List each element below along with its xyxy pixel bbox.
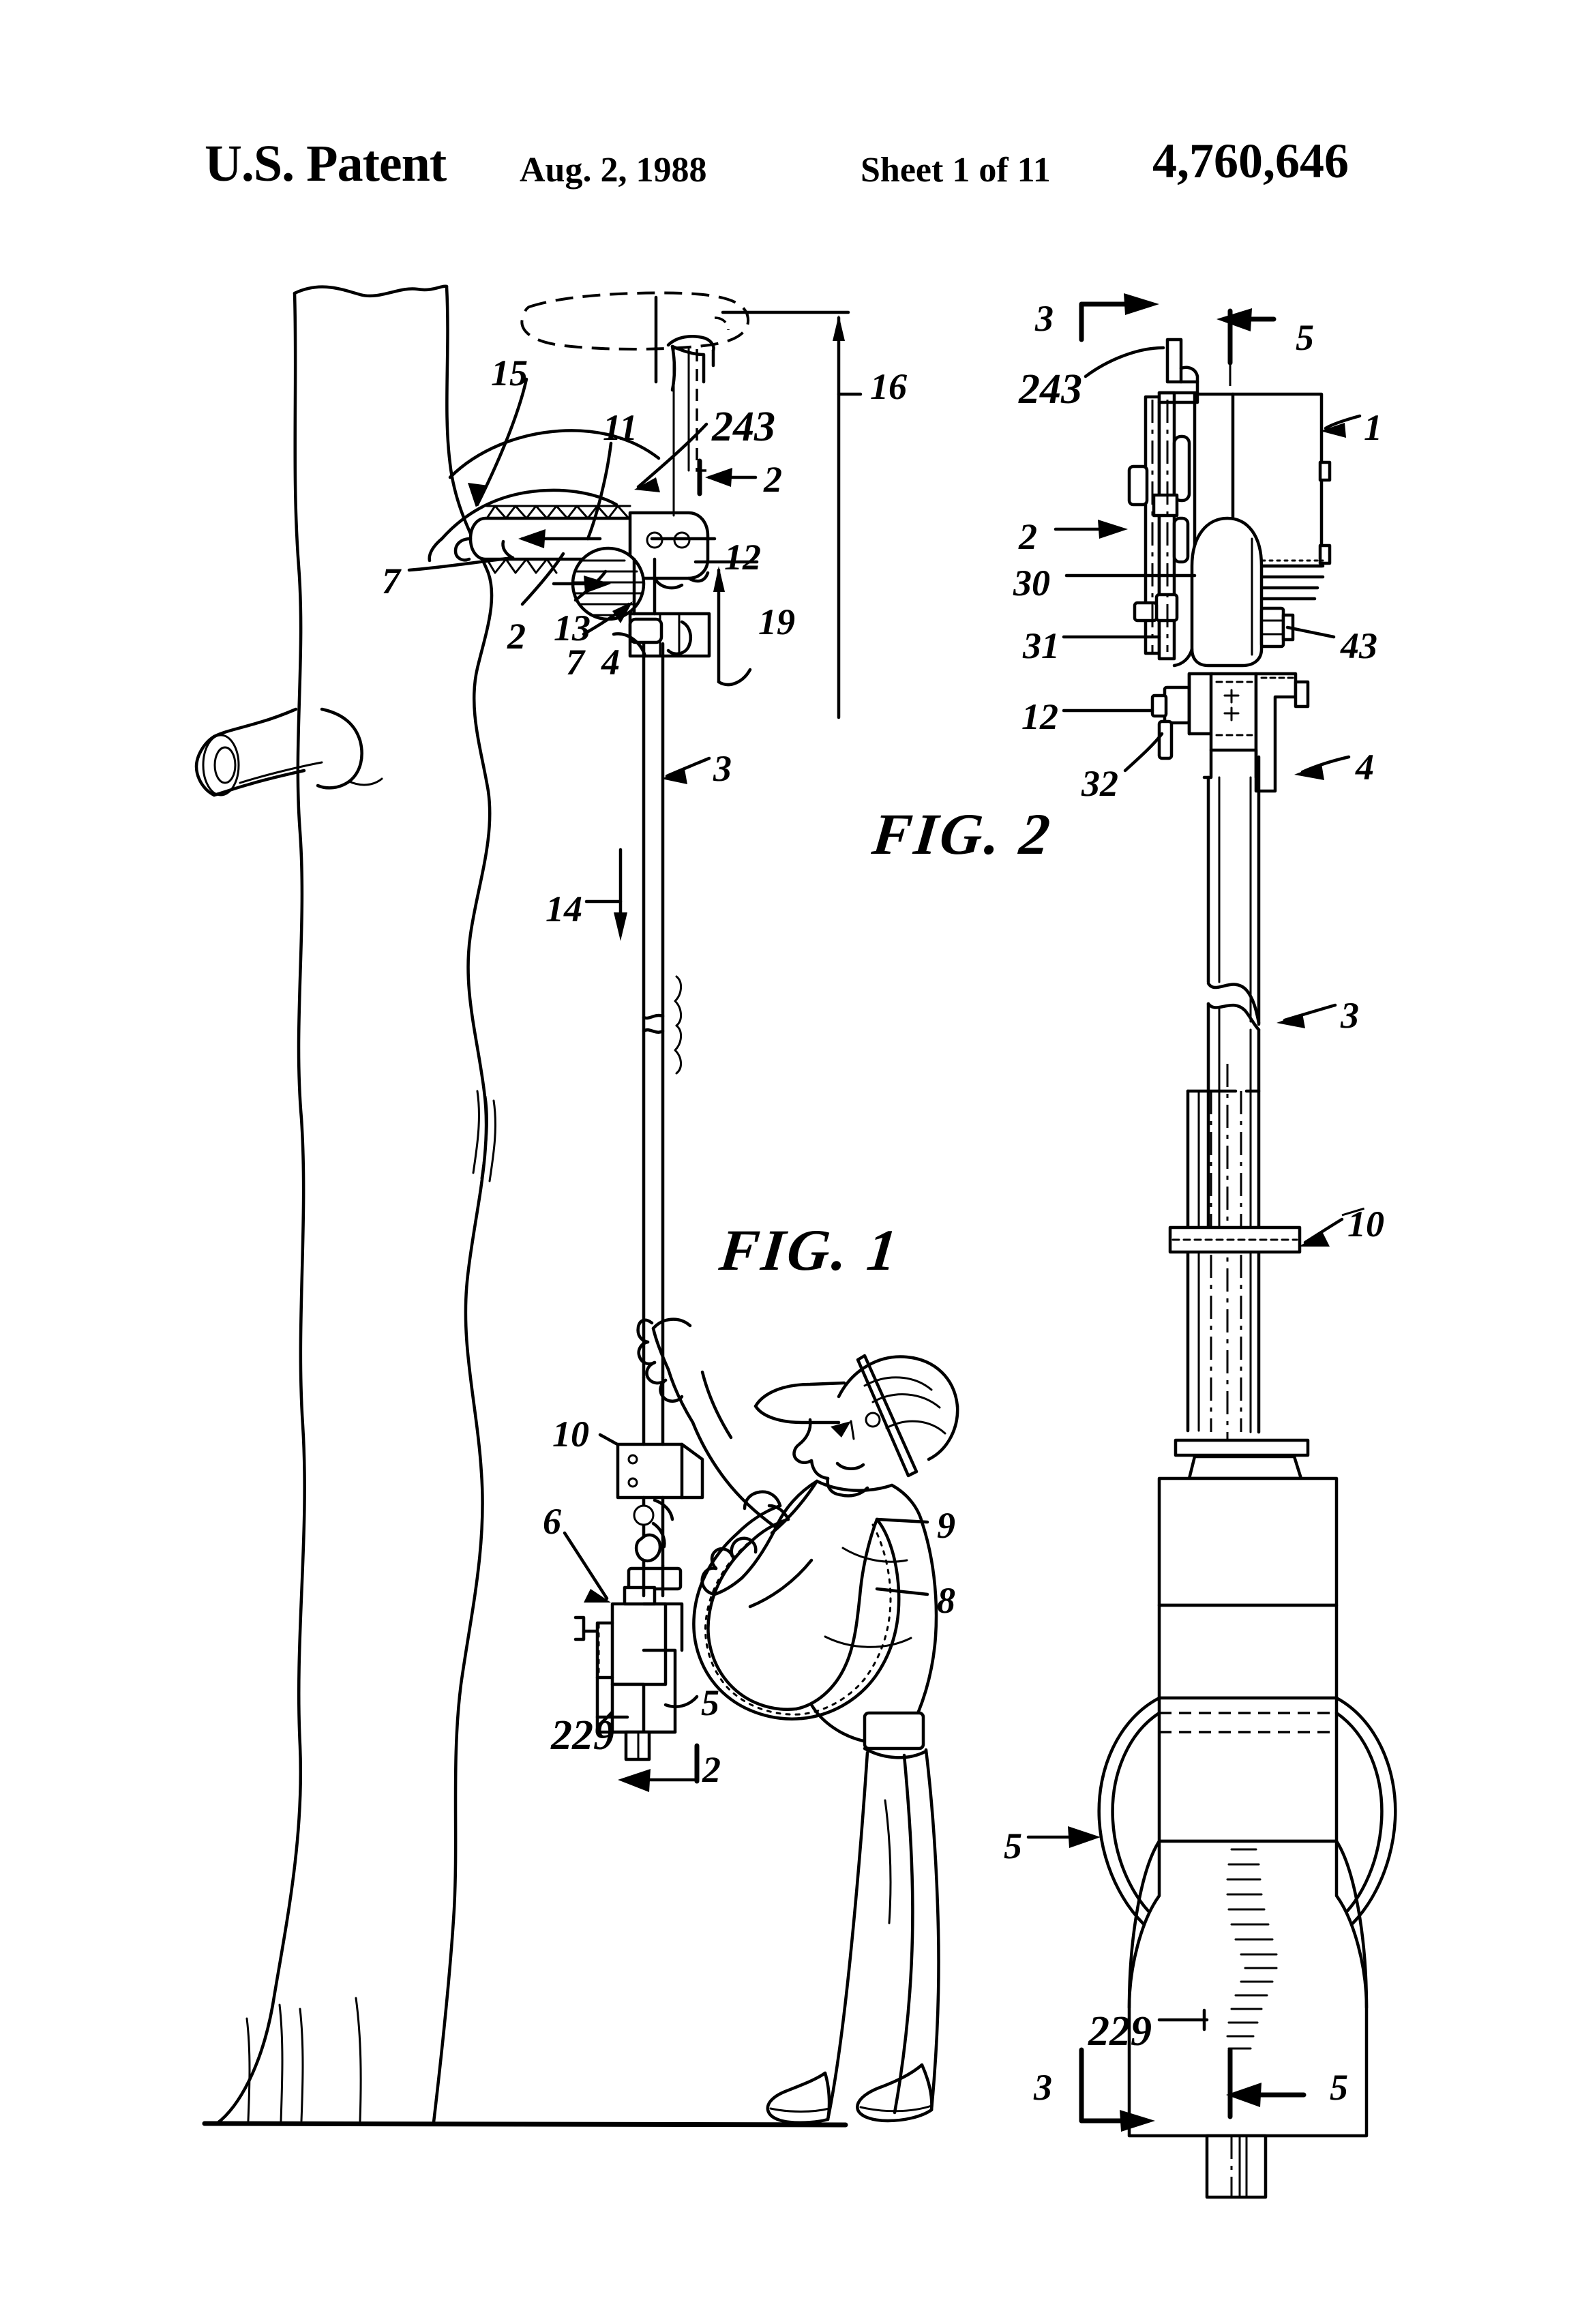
patent-office-title: U.S. Patent	[205, 135, 447, 192]
reference-numeral-f2-2: 2	[1019, 516, 1037, 557]
reference-numeral-f1-9: 9	[937, 1505, 955, 1546]
figure-2-label: FIG. 2	[869, 801, 1056, 867]
reference-numeral-f2-31: 31	[1023, 625, 1060, 666]
reference-numeral-f1-16: 16	[870, 366, 907, 407]
lower-tool-assembly	[573, 1375, 704, 1761]
reference-numeral-f1-3: 3	[713, 748, 732, 789]
fig2-section-arrows-top	[1079, 293, 1277, 396]
reference-numeral-f1-4: 4	[601, 642, 620, 683]
reference-numeral-f2-32: 32	[1081, 763, 1118, 804]
figure-2-group	[1026, 293, 1397, 2199]
dimension-16	[721, 310, 863, 719]
reference-numeral-f1-19: 19	[758, 601, 795, 642]
fig1-leader-lines	[407, 377, 929, 1792]
reference-numeral-f1-sec2: 2	[702, 1749, 721, 1790]
operator-figure	[636, 1317, 959, 2125]
reference-numeral-f2-5: 5	[1004, 1826, 1022, 1866]
ground-line	[202, 2121, 848, 2128]
reference-numeral-f1-11: 11	[603, 407, 638, 448]
reference-numeral-f1-7a: 7	[382, 561, 400, 601]
reference-numeral-f2-sec5-top: 5	[1296, 317, 1314, 358]
reference-numeral-f1-12: 12	[724, 537, 761, 578]
reference-numeral-f2-10: 10	[1347, 1204, 1384, 1245]
fig2-pole	[1168, 755, 1302, 1439]
reference-numeral-f1-8: 8	[937, 1580, 955, 1621]
reference-numeral-f2-229: 229	[1088, 2008, 1152, 2055]
reference-numeral-f2-12: 12	[1021, 696, 1058, 737]
reference-numeral-f2-43: 43	[1341, 625, 1377, 666]
dimension-19	[693, 560, 759, 687]
reference-numeral-f2-sec5-bot: 5	[1330, 2067, 1348, 2108]
fig2-mount-plate	[1127, 338, 1295, 668]
fig2-leader-lines	[1026, 346, 1370, 2031]
reference-numeral-f1-10: 10	[552, 1414, 589, 1455]
fig2-section-arrows-bottom	[1079, 2047, 1307, 2132]
patent-header: U.S. Patent Aug. 2, 1988 Sheet 1 of 11 4…	[0, 136, 1582, 211]
reference-numeral-f1-14: 14	[546, 889, 582, 929]
cutting-head-assembly	[453, 335, 715, 1380]
patent-number: 4,760,646	[1152, 134, 1349, 188]
reference-numeral-f2-4: 4	[1356, 747, 1374, 788]
reference-numeral-f1-229: 229	[551, 1712, 614, 1759]
reference-numeral-f2-30: 30	[1013, 563, 1050, 604]
reference-numeral-f2-sec3-top: 3	[1035, 298, 1054, 339]
figure-1-label: FIG. 1	[716, 1217, 903, 1283]
reference-numeral-f2-sec3-bot: 3	[1034, 2067, 1052, 2108]
reference-numeral-f1-2b: 2	[507, 616, 526, 657]
reference-numeral-f2-1: 1	[1364, 407, 1382, 448]
reference-numeral-f1-6: 6	[543, 1501, 561, 1542]
reference-numeral-f1-5: 5	[701, 1682, 719, 1723]
fig2-lower-housing	[1097, 1438, 1397, 2199]
fig2-gearbox	[1150, 672, 1310, 793]
reference-numeral-f1-13: 13	[554, 608, 591, 649]
reference-numeral-f1-243: 243	[712, 404, 775, 450]
reference-numeral-f1-15: 15	[491, 353, 528, 393]
sheet-number: Sheet 1 of 11	[861, 151, 1051, 190]
operator-harness	[692, 1490, 901, 1720]
sprocket-hatching	[572, 559, 644, 616]
reference-numeral-f1-7b: 7	[566, 642, 584, 683]
patent-issue-date: Aug. 2, 1988	[520, 151, 707, 190]
reference-numeral-f1-2a: 2	[764, 459, 782, 500]
bell-hatch-texture	[1226, 1848, 1278, 2050]
figure-1-group	[194, 284, 959, 2128]
tree-trunk	[194, 284, 496, 2126]
reference-numeral-f2-3: 3	[1341, 995, 1359, 1036]
reference-numeral-f2-243: 243	[1019, 366, 1082, 413]
